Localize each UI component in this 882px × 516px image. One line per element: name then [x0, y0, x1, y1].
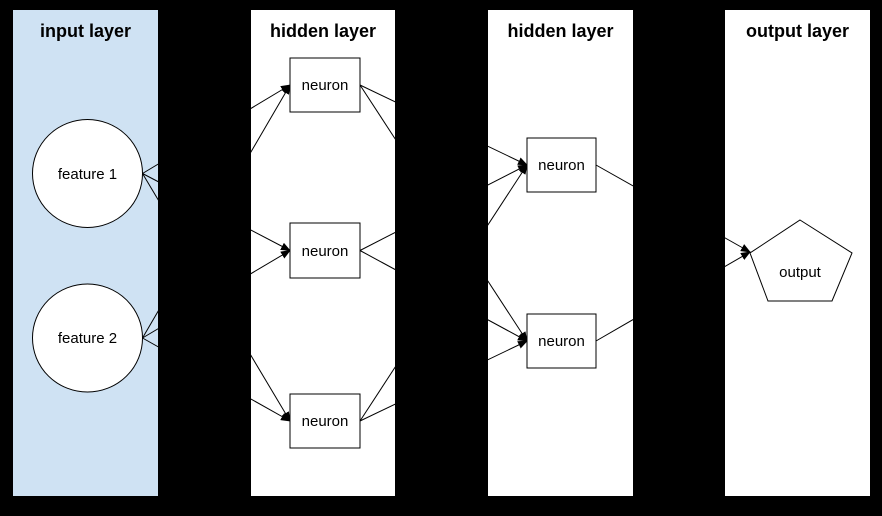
output-label: output [779, 264, 822, 281]
hidden1-neuron-1-label: neuron [302, 77, 349, 94]
output-layer-title: output layer [746, 21, 849, 41]
edge-feature2-h1n2 [142, 249, 291, 339]
edge-h1n2-h2n1 [359, 164, 528, 251]
edge-feature2-h1n1 [142, 84, 291, 339]
hidden-layer-2-panel [488, 10, 633, 496]
hidden2-neuron-1-node[interactable] [526, 137, 597, 193]
hidden-layer-2-title: hidden layer [507, 21, 613, 41]
input-layer-panel [13, 10, 158, 496]
feature-2-label: feature 2 [58, 330, 117, 347]
hidden1-neuron-2-node[interactable] [289, 222, 361, 279]
hidden1-neuron-3-label: neuron [302, 413, 349, 430]
layer-titles: input layer hidden layer hidden layer ou… [40, 21, 849, 41]
feature-1-node[interactable] [32, 119, 143, 228]
hidden-layer-1-title: hidden layer [270, 21, 376, 41]
edge-h1n2-h2n2 [359, 250, 528, 342]
feature-1-label: feature 1 [58, 166, 117, 183]
hidden1-neuron-2-label: neuron [302, 243, 349, 260]
hidden1-neuron-1-node[interactable] [289, 57, 361, 113]
edge-h2n1-output [595, 164, 751, 253]
nodes: feature 1 feature 2 neuron neuron neuron… [32, 57, 853, 449]
edges [142, 84, 751, 422]
edge-h1n1-h2n2 [359, 84, 528, 342]
edge-feature2-h1n3 [142, 337, 291, 422]
hidden2-neuron-2-node[interactable] [526, 313, 597, 369]
hidden2-neuron-1-label: neuron [538, 157, 585, 174]
edge-feature1-h1n3 [142, 173, 291, 422]
hidden1-neuron-3-node[interactable] [289, 393, 361, 449]
feature-2-node[interactable] [32, 283, 143, 393]
edge-h1n3-h2n2 [359, 340, 528, 422]
edge-feature1-h1n1 [142, 84, 291, 174]
output-node[interactable] [749, 219, 853, 302]
layer-panels [13, 10, 870, 496]
edge-h1n1-h2n1 [359, 84, 528, 166]
edge-h1n3-h2n1 [359, 164, 528, 422]
edge-h2n2-output [595, 251, 751, 342]
input-layer-title: input layer [40, 21, 131, 41]
hidden2-neuron-2-label: neuron [538, 333, 585, 350]
